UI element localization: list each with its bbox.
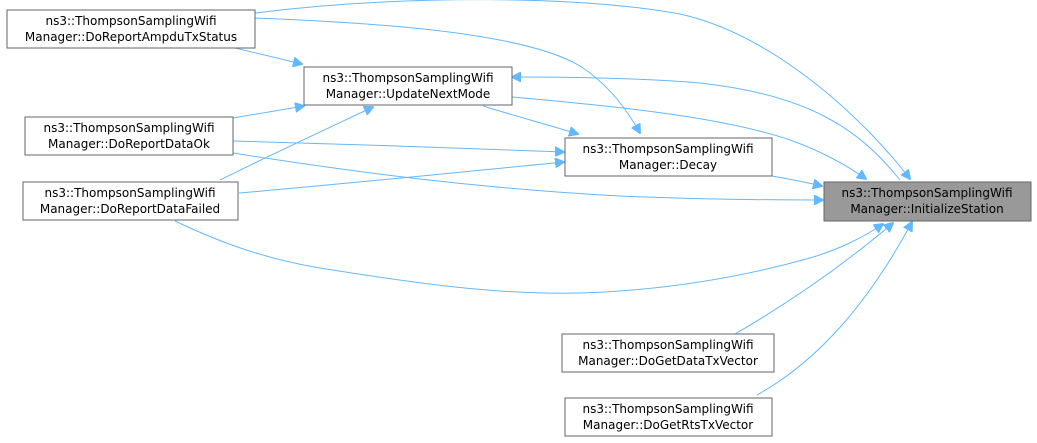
edge-ok-to-decay — [232, 140, 564, 152]
node-initialize-station[interactable]: ns3::ThompsonSamplingWifi Manager::Initi… — [823, 181, 1032, 222]
node-label-line2: Manager::DoGetDataTxVector — [578, 354, 758, 368]
node-label-line2: Manager::InitializeStation — [850, 202, 1003, 216]
node-do-report-ampdu-tx-status[interactable]: ns3::ThompsonSamplingWifi Manager::DoRep… — [6, 9, 256, 49]
edge-ampdu-to-update — [230, 46, 302, 64]
node-label-line1: ns3::ThompsonSamplingWifi — [841, 186, 1012, 200]
node-label-line2: Manager::DoReportAmpduTxStatus — [25, 30, 237, 44]
node-do-report-data-ok[interactable]: ns3::ThompsonSamplingWifi Manager::DoRep… — [24, 116, 234, 156]
nodes: ns3::ThompsonSamplingWifi Manager::DoRep… — [6, 9, 1032, 437]
node-label-line1: ns3::ThompsonSamplingWifi — [43, 121, 214, 135]
node-label-line1: ns3::ThompsonSamplingWifi — [322, 71, 493, 85]
edge-ampdu-to-init — [254, 0, 910, 179]
node-do-get-data-tx-vector[interactable]: ns3::ThompsonSamplingWifi Manager::DoGet… — [561, 333, 775, 373]
edge-failed-to-decay — [238, 162, 564, 194]
node-label-line2: Manager::DoReportDataOk — [48, 137, 210, 151]
node-decay[interactable]: ns3::ThompsonSamplingWifi Manager::Decay — [564, 137, 773, 177]
node-label-line2: Manager::DoReportDataFailed — [40, 202, 220, 216]
node-update-next-mode[interactable]: ns3::ThompsonSamplingWifi Manager::Updat… — [303, 66, 513, 106]
edge-init-to-update — [512, 77, 901, 181]
node-label-line1: ns3::ThompsonSamplingWifi — [582, 402, 753, 416]
node-label-line1: ns3::ThompsonSamplingWifi — [582, 338, 753, 352]
edge-rtstx-to-init — [756, 222, 912, 396]
edge-failed-to-init — [174, 220, 883, 294]
edge-update-to-decay — [482, 105, 578, 134]
node-label-line2: Manager::DoGetRtsTxVector — [583, 418, 753, 432]
edge-ok-to-init — [232, 152, 823, 200]
edges — [174, 0, 912, 396]
node-label-line1: ns3::ThompsonSamplingWifi — [45, 14, 216, 28]
node-label-line1: ns3::ThompsonSamplingWifi — [582, 142, 753, 156]
node-label-line2: Manager::Decay — [619, 158, 717, 172]
node-label-line2: Manager::UpdateNextMode — [326, 87, 491, 101]
edge-datatx-to-init — [734, 223, 893, 335]
node-label-line1: ns3::ThompsonSamplingWifi — [44, 186, 215, 200]
edge-ampdu-to-decay — [254, 17, 640, 133]
edge-ok-to-update — [232, 106, 304, 119]
edge-decay-to-init — [771, 175, 822, 186]
node-do-report-data-failed[interactable]: ns3::ThompsonSamplingWifi Manager::DoRep… — [22, 181, 239, 221]
edge-update-to-init — [511, 96, 866, 179]
node-do-get-rts-tx-vector[interactable]: ns3::ThompsonSamplingWifi Manager::DoGet… — [564, 397, 773, 437]
edge-failed-to-update — [219, 107, 373, 181]
